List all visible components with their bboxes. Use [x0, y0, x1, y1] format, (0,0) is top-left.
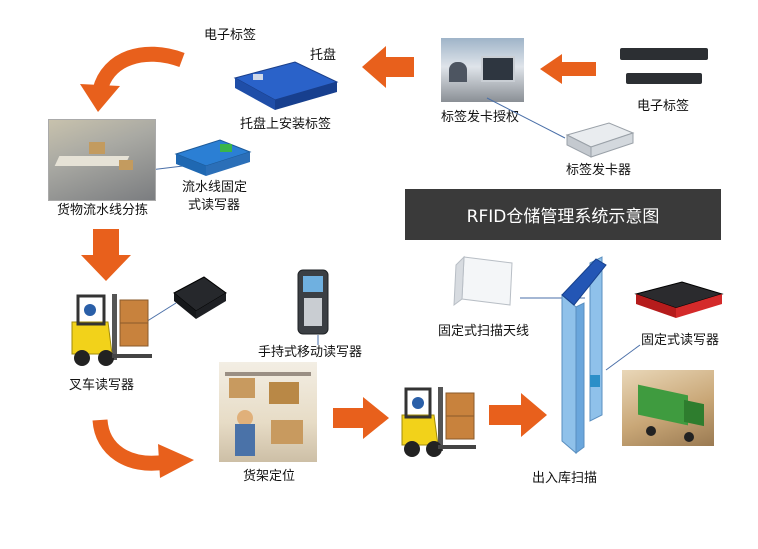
shelf-locate-label: 货架定位 — [243, 469, 296, 484]
conveyor-photo — [48, 119, 156, 201]
shelf-location-photo — [219, 362, 317, 462]
inout-scan-gate — [561, 256, 607, 455]
diagram-title-banner: RFID仓储管理系统示意图 — [405, 189, 721, 240]
pallet-image — [233, 61, 339, 110]
arrow-tag-to-workstation — [540, 54, 596, 84]
line-fixed-reader-label-1: 流水线固定 — [182, 180, 248, 195]
truck-photo — [622, 370, 714, 446]
handheld-reader-label: 手持式移动读写器 — [258, 345, 363, 360]
electronic-tag-label-right: 电子标签 — [637, 99, 690, 114]
arrow-conveyor-to-forklift — [81, 229, 131, 281]
tag-issue-auth-label: 标签发卡授权 — [441, 110, 520, 125]
arrow-workstation-to-pallet — [362, 46, 414, 88]
forklift-reader-device — [173, 276, 227, 319]
electronic-tag-label-top: 电子标签 — [204, 28, 257, 43]
forklift-reader-label: 叉车读写器 — [69, 378, 135, 393]
curved-arrow-bottom-left — [92, 419, 194, 478]
fixed-antenna-label: 固定式扫描天线 — [438, 324, 530, 339]
conveyor-sort-label: 货物流水线分拣 — [57, 203, 149, 218]
forklift-middle — [401, 387, 476, 457]
diagram-title: RFID仓储管理系统示意图 — [466, 207, 660, 227]
pallet-label: 托盘 — [310, 48, 337, 63]
fixed-scan-antenna — [453, 255, 513, 307]
handheld-reader-device — [297, 269, 329, 335]
inout-scan-label: 出入库扫描 — [532, 471, 598, 486]
arrow-shelf-to-forklift — [333, 397, 389, 439]
line-fixed-reader-label-2: 式读写器 — [188, 198, 241, 213]
curved-arrow-top-left — [80, 46, 185, 112]
pallet-tag-install-label: 托盘上安装标签 — [240, 117, 332, 132]
tag-issuer-device — [565, 122, 635, 158]
tag-issue-workstation-photo — [441, 38, 524, 102]
electronic-tag-strips — [620, 48, 708, 84]
fixed-reader-device — [634, 281, 724, 318]
arrow-forklift-to-gate — [489, 393, 547, 437]
fixed-reader-label: 固定式读写器 — [641, 333, 720, 348]
tag-issuer-label: 标签发卡器 — [566, 163, 632, 178]
pallet-tag — [253, 74, 263, 80]
forklift-left — [71, 294, 152, 366]
line-fixed-reader-device — [174, 139, 252, 176]
